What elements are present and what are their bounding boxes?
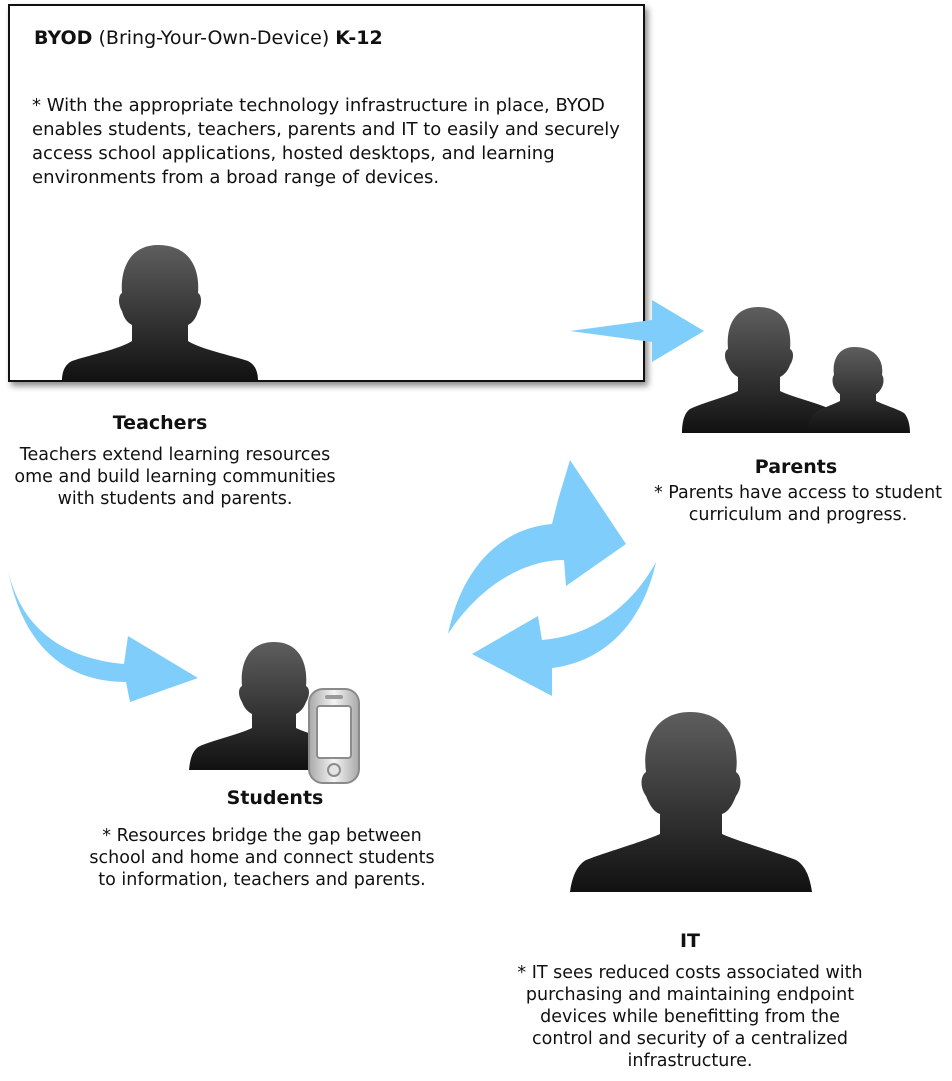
parents-parent-child-icon [682,307,910,433]
students-parents-cycle-arrows-icon [448,460,656,696]
students-heading: Students [226,787,324,809]
it-heading: IT [679,930,701,952]
intro-title-byod: BYOD [34,27,93,49]
teachers-to-parents-arrow-icon [570,300,704,362]
parents-heading: Parents [754,456,838,478]
it-person-icon [570,712,812,892]
intro-title-subtitle: (Bring-Your-Own-Device) [92,27,336,49]
teachers-description: Teachers extend learning resources ome a… [14,445,336,509]
intro-title-grade: K-12 [335,27,383,49]
teachers-person-icon [62,245,258,381]
parents-description: * Parents have access to student curricu… [653,483,943,525]
students-description: * Resources bridge the gap between schoo… [89,826,435,890]
intro-title: BYOD (Bring-Your-Own-Device) K-12 [34,26,383,50]
it-description: * IT sees reduced costs associated with … [517,963,863,1071]
student-smartphone-icon [308,688,360,784]
teachers-to-students-arrow-icon [8,570,198,702]
intro-body: * With the appropriate technology infras… [32,95,620,188]
intro-card: BYOD (Bring-Your-Own-Device) K-12 * With… [8,4,645,382]
teachers-heading: Teachers [112,412,208,434]
